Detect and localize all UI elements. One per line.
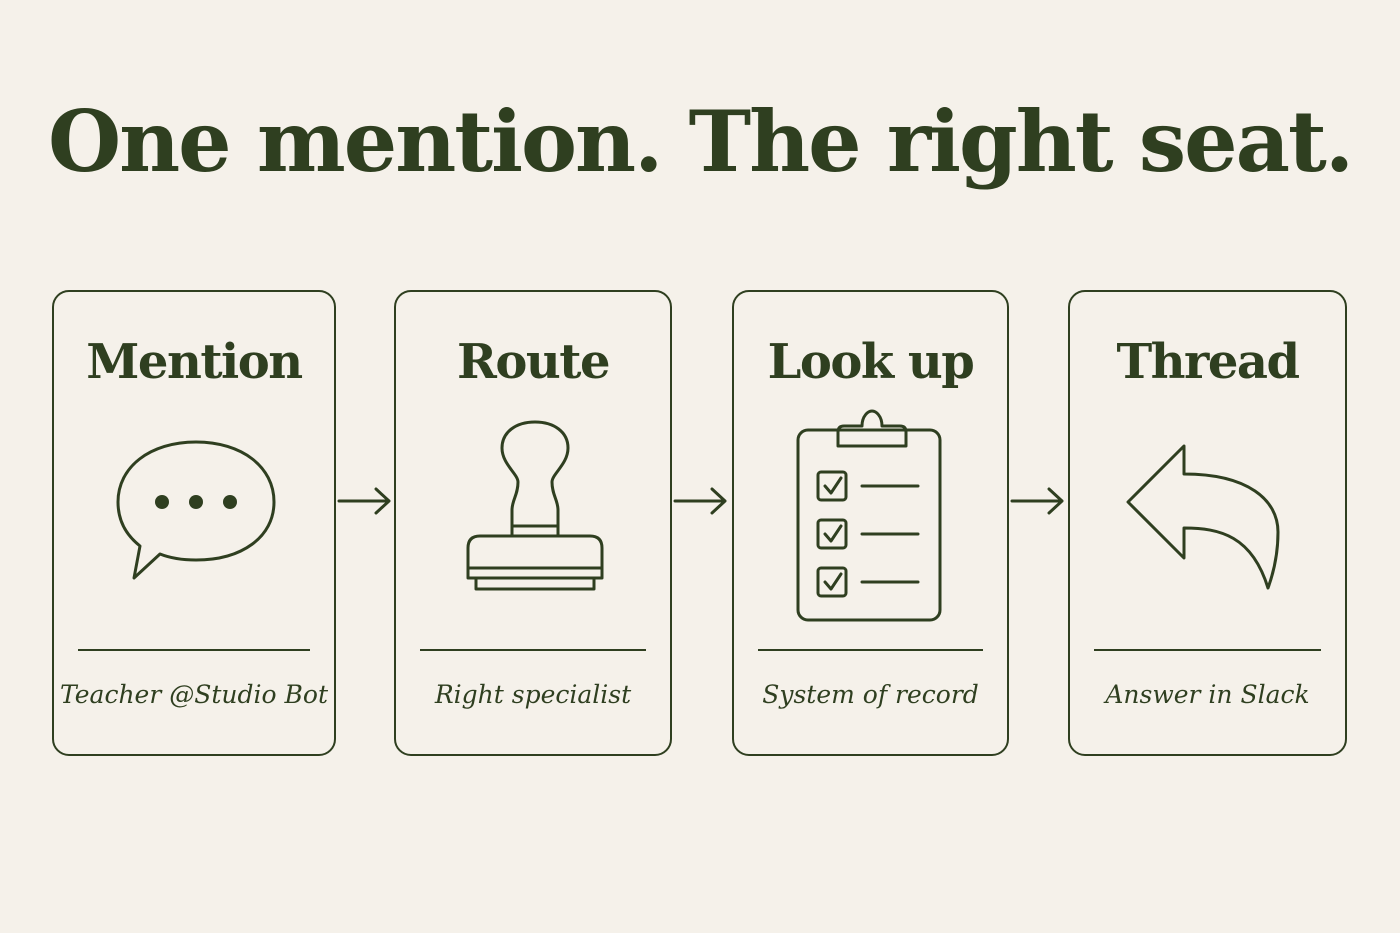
card-divider: [78, 649, 310, 651]
step-title: Thread: [1116, 334, 1300, 390]
step-card-look-up: Look up System of record: [732, 290, 1009, 756]
headline: One mention. The right seat.: [47, 92, 1354, 191]
clipboard-checklist-icon: [796, 409, 942, 622]
step-caption: Right specialist: [434, 680, 632, 709]
card-divider: [420, 649, 646, 651]
reply-arrow-icon: [1126, 444, 1280, 590]
right-arrow-icon: [1010, 487, 1064, 515]
step-caption: System of record: [762, 680, 979, 709]
step-title: Mention: [86, 334, 303, 390]
step-title: Route: [456, 334, 611, 390]
step-caption: Teacher @Studio Bot: [60, 680, 328, 709]
step-card-thread: Thread Answer in Slack: [1068, 290, 1347, 756]
card-divider: [758, 649, 983, 651]
right-arrow-icon: [673, 487, 727, 515]
step-card-route: Route Right specialist: [394, 290, 672, 756]
card-divider: [1094, 649, 1321, 651]
stamp-icon: [466, 420, 604, 591]
right-arrow-icon: [337, 487, 391, 515]
speech-bubble-icon: [116, 440, 276, 580]
step-card-mention: Mention Teacher @Studio Bot: [52, 290, 336, 756]
step-title: Look up: [767, 334, 975, 390]
step-caption: Answer in Slack: [1105, 680, 1310, 709]
